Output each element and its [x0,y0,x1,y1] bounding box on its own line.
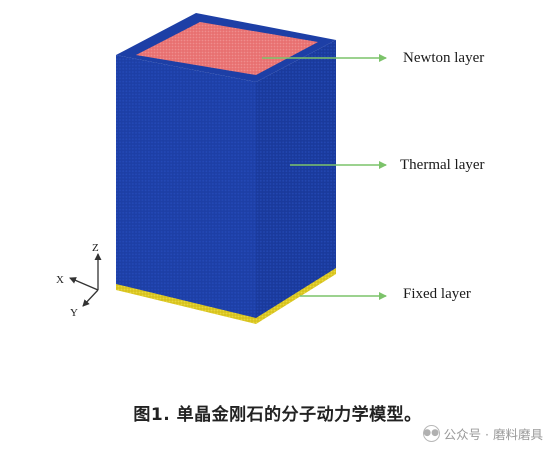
fixed-layer-label: Fixed layer [403,286,471,302]
fixed-layer-texture [116,268,336,324]
newton-layer-texture [136,22,318,75]
wechat-icon: ●● [422,425,440,442]
front-face-texture [116,55,256,320]
figure-caption: 图1. 单晶金刚石的分子动力学模型。 [133,405,422,425]
x-axis-label: X [56,274,64,286]
thermal-layer-label: Thermal layer [400,157,485,173]
wechat-watermark: ●● 公众号 · 磨料磨具 [422,424,543,443]
coordinate-axes: Z X Y [56,242,102,319]
newton-layer-label: Newton layer [403,50,484,66]
watermark-text: 公众号 · 磨料磨具 [443,427,543,442]
y-axis-label: Y [70,307,78,319]
y-axis [82,289,99,307]
x-axis [69,277,99,291]
z-axis-label: Z [92,242,99,254]
right-face-texture [256,40,336,320]
crystal-block [116,13,336,324]
